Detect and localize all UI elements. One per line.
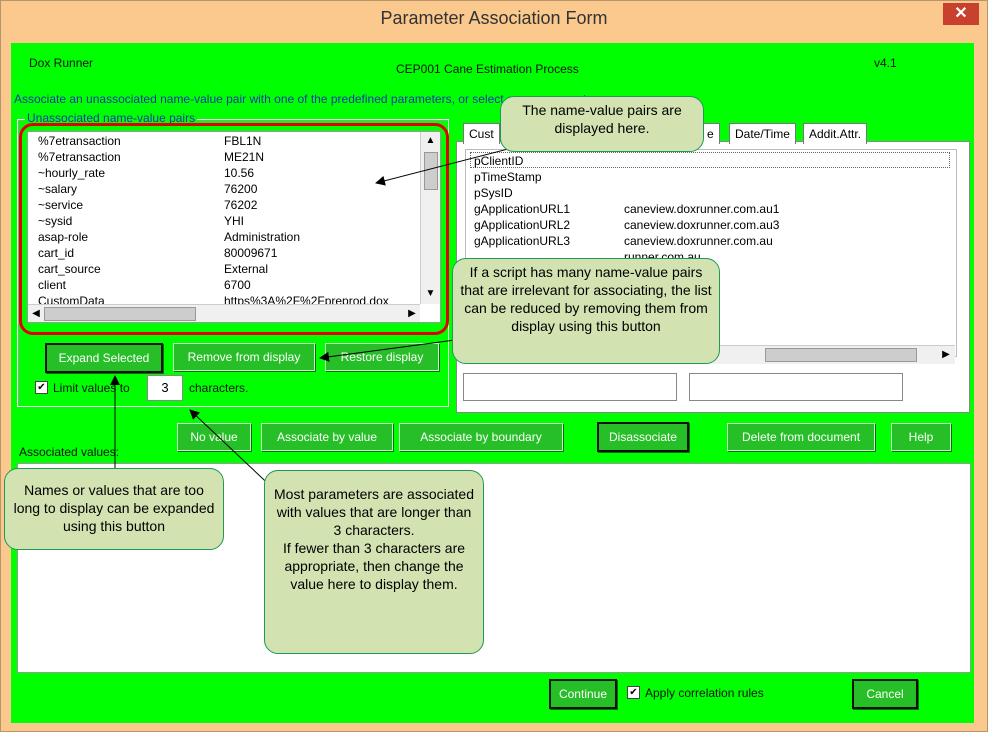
callout-expand-selected: Names or values that are too long to dis… bbox=[4, 468, 224, 550]
list-item-value: 76200 bbox=[224, 182, 258, 196]
cancel-button[interactable]: Cancel bbox=[852, 679, 918, 709]
remove-from-display-button[interactable]: Remove from display bbox=[173, 343, 315, 371]
associate-by-value-button[interactable]: Associate by value bbox=[261, 423, 393, 451]
callout-list-displayed: The name-value pairs are displayed here. bbox=[500, 96, 704, 152]
list-item-name: cart_source bbox=[38, 262, 101, 276]
continue-button[interactable]: Continue bbox=[549, 679, 617, 709]
no-value-button[interactable]: No value bbox=[177, 423, 251, 451]
list-item-value: 76202 bbox=[224, 198, 258, 212]
parameter-list-focus bbox=[470, 152, 950, 168]
param-hscroll-thumb[interactable] bbox=[765, 348, 917, 362]
param-name: pClientID bbox=[474, 154, 524, 168]
list-highlight-outline bbox=[19, 123, 449, 335]
parameter-value-field[interactable] bbox=[689, 373, 903, 401]
list-item[interactable]: cart_id 80009671 bbox=[28, 246, 418, 262]
list-item[interactable]: cart_source External bbox=[28, 262, 418, 278]
list-item-value: FBL1N bbox=[224, 134, 262, 148]
param-name: pSysID bbox=[474, 186, 513, 200]
process-name: CEP001 Cane Estimation Process bbox=[396, 62, 579, 76]
list-item-value: Administration bbox=[224, 230, 301, 244]
table-row[interactable]: pSysID bbox=[466, 186, 946, 202]
list-item[interactable]: ~service 76202 bbox=[28, 198, 418, 214]
param-name: gApplicationURL3 bbox=[474, 234, 571, 248]
list-item[interactable]: %7etransaction ME21N bbox=[28, 150, 418, 166]
param-value: caneview.doxrunner.com.au1 bbox=[624, 202, 780, 216]
scroll-up-icon[interactable]: ▲ bbox=[425, 135, 436, 146]
list-item-value: 6700 bbox=[224, 278, 251, 292]
list-item[interactable]: client 6700 bbox=[28, 278, 418, 294]
parameter-name-field[interactable] bbox=[463, 373, 677, 401]
limit-values-checkbox[interactable]: ✔ bbox=[35, 381, 48, 394]
callout-remove-display: If a script has many name-value pairs th… bbox=[452, 258, 720, 364]
list-item-name: ~hourly_rate bbox=[38, 166, 106, 180]
limit-value-input[interactable]: 3 bbox=[147, 375, 183, 401]
parameter-list[interactable]: pClientID pTimeStamp pSysID gApplicationURL… bbox=[465, 149, 957, 357]
list-item-value: ME21N bbox=[224, 150, 265, 164]
list-item-name: %7etransaction bbox=[38, 134, 121, 148]
list-item-name: cart_id bbox=[38, 246, 75, 260]
param-scroll-right-icon[interactable]: ▶ bbox=[942, 349, 950, 360]
list-item-name: asap-role bbox=[38, 230, 89, 244]
param-value: caneview.doxrunner.com.au bbox=[624, 234, 773, 248]
unassociated-list-vscroll[interactable]: ▲ ▼ bbox=[420, 132, 440, 304]
callout-limit-values: Most parameters are associated with valu… bbox=[264, 470, 484, 654]
help-button[interactable]: Help bbox=[891, 423, 951, 451]
tab-1[interactable]: Cust bbox=[463, 123, 500, 144]
list-item[interactable]: ~hourly_rate 10.56 bbox=[28, 166, 418, 182]
form-client-area: Dox Runner CEP001 Cane Estimation Proces… bbox=[11, 43, 974, 723]
list-item[interactable]: ~sysid YHI bbox=[28, 214, 418, 230]
table-row[interactable]: gApplicationURL2 caneview.doxrunner.com.a… bbox=[466, 218, 946, 234]
unassociated-frame-label: Unassociated name-value pairs bbox=[25, 111, 198, 125]
table-row[interactable]: pClientID bbox=[466, 154, 946, 170]
close-button[interactable]: ✕ bbox=[943, 3, 979, 25]
table-row[interactable]: pTimeStamp bbox=[466, 170, 946, 186]
param-name: gApplicationURL1 bbox=[474, 202, 571, 216]
table-row[interactable]: gApplicationURL3 caneview.doxrunner.com.a… bbox=[466, 234, 946, 250]
scroll-down-icon[interactable]: ▼ bbox=[425, 288, 436, 299]
param-value: caneview.doxrunner.com.au3 bbox=[624, 218, 780, 232]
param-name: gApplicationURL2 bbox=[474, 218, 571, 232]
hscroll-thumb[interactable] bbox=[44, 307, 196, 321]
list-item-name: ~service bbox=[38, 198, 84, 212]
expand-selected-button[interactable]: Expand Selected bbox=[45, 343, 163, 373]
tab-3[interactable]: Date/Time bbox=[729, 123, 796, 144]
list-item-value: YHI bbox=[224, 214, 245, 228]
apply-correlation-label: Apply correlation rules bbox=[645, 686, 764, 700]
table-row[interactable]: gApplicationURL1 caneview.doxrunner.com.a… bbox=[466, 202, 946, 218]
unassociated-list-hscroll[interactable]: ◀ ▶ bbox=[28, 304, 420, 322]
app-name: Dox Runner bbox=[29, 56, 94, 70]
list-item[interactable]: asap-role Administration bbox=[28, 230, 418, 246]
param-name: pTimeStamp bbox=[474, 170, 542, 184]
list-item-name: ~salary bbox=[38, 182, 78, 196]
tab-4[interactable]: Addit.Attr. bbox=[803, 123, 868, 144]
instruction-text: Associate an unassociated name-value pai… bbox=[14, 92, 597, 106]
disassociate-button[interactable]: Disassociate bbox=[597, 422, 689, 452]
delete-from-document-button[interactable]: Delete from document bbox=[727, 423, 875, 451]
associate-by-boundary-button[interactable]: Associate by boundary bbox=[399, 423, 563, 451]
list-item-name: client bbox=[38, 278, 67, 292]
associated-values-label: Associated values: bbox=[19, 445, 120, 459]
list-item-value: 80009671 bbox=[224, 246, 278, 260]
version-label: v4.1 bbox=[874, 56, 897, 70]
arrow-c2 bbox=[319, 337, 471, 362]
restore-display-button[interactable]: Restore display bbox=[325, 343, 439, 371]
form-window: Parameter Association Form ✕ Dox Runner … bbox=[0, 0, 988, 732]
apply-correlation-checkbox[interactable]: ✔ bbox=[627, 686, 640, 699]
arrow-c1 bbox=[375, 147, 513, 186]
list-item-name: %7etransaction bbox=[38, 150, 121, 164]
scroll-left-icon[interactable]: ◀ bbox=[32, 308, 40, 319]
list-item-name: ~sysid bbox=[38, 214, 73, 228]
list-item[interactable]: %7etransaction FBL1N bbox=[28, 134, 418, 150]
list-item-value: External bbox=[224, 262, 269, 276]
window-title: Parameter Association Form bbox=[380, 8, 608, 28]
limit-suffix-label: characters. bbox=[189, 381, 249, 395]
scroll-right-icon[interactable]: ▶ bbox=[408, 308, 416, 319]
list-item[interactable]: ~salary 76200 bbox=[28, 182, 418, 198]
list-item-value: 10.56 bbox=[224, 166, 255, 180]
